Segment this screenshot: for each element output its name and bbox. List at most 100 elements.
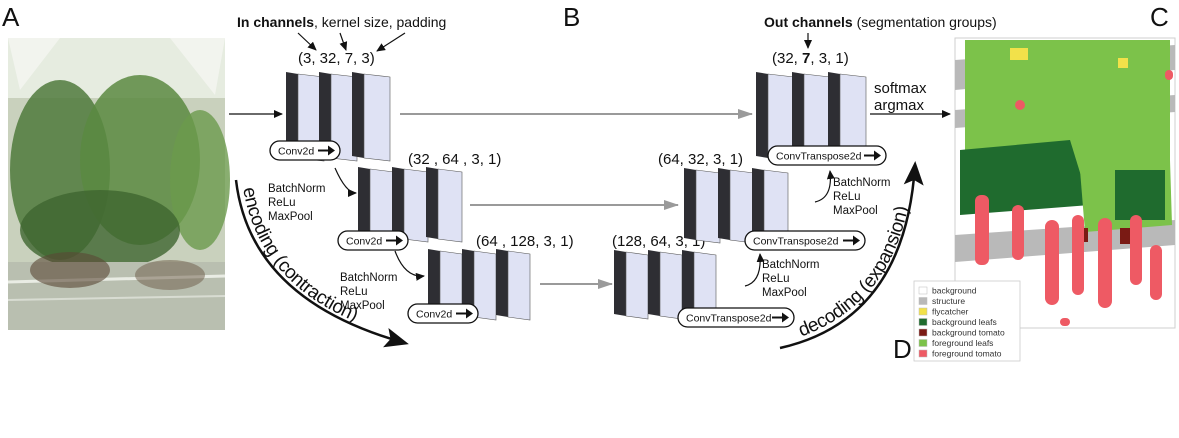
- dec1-slab: [648, 250, 683, 320]
- greenhouse-photo: [7, 38, 230, 330]
- enc1-conv2d-pill-label: Conv2d: [278, 146, 314, 158]
- panel-label-b: B: [563, 2, 580, 32]
- legend-swatch: [918, 318, 928, 326]
- enc2-tuple: (32 , 64 , 3, 1): [408, 151, 501, 168]
- legend-label: foreground tomato: [932, 349, 1002, 359]
- dec1-slab: [682, 250, 717, 320]
- enc3-slab: [428, 249, 463, 321]
- dec2-convtranspose-pill-label: ConvTranspose2d: [753, 236, 839, 248]
- dec1-batchnorm-label: BatchNorm: [762, 259, 820, 271]
- argmax-label: argmax: [874, 97, 925, 114]
- input-header-rest: , kernel size, padding: [314, 14, 446, 30]
- dec1-maxpool-label: MaxPool: [762, 287, 807, 299]
- enc2-slab: [426, 167, 463, 243]
- enc2-slab: [358, 167, 395, 243]
- dec2-tuple: (64, 32, 3, 1): [658, 151, 743, 168]
- dec2-convtranspose-pill: ConvTranspose2d: [744, 230, 866, 251]
- dec3-slab: [792, 72, 831, 162]
- dec1-slab: [614, 250, 649, 320]
- enc1-slab: [286, 72, 325, 162]
- enc3-tuple: (64 , 128, 3, 1): [476, 233, 574, 250]
- enc1-slab: [352, 72, 391, 162]
- enc1-conv2d-pill: Conv2d: [269, 140, 341, 161]
- legend-label: background tomato: [932, 328, 1005, 338]
- input-header-bold: In channels: [237, 14, 314, 30]
- legend-label: foreground leafs: [932, 338, 993, 348]
- enc1-block: [286, 72, 391, 162]
- legend-item: background leafs: [918, 317, 997, 327]
- enc3-conv2d-pill-label: Conv2d: [416, 309, 452, 321]
- panel-label-d: D: [893, 334, 912, 364]
- legend-swatch: [918, 307, 928, 316]
- enc2-to-enc3-arrow: [394, 250, 425, 281]
- enc1-ops: BatchNorm ReLu MaxPool: [268, 183, 326, 223]
- decoding-curve-arrow: [779, 161, 924, 350]
- legend-item: background: [918, 286, 977, 296]
- dec3-slab: [828, 72, 867, 162]
- in-channels-pointer: [297, 32, 317, 51]
- padding-pointer: [376, 32, 406, 52]
- dec3-slab: [756, 72, 795, 162]
- enc2-ops: BatchNorm ReLu MaxPool: [340, 272, 398, 312]
- legend-label: background leafs: [932, 317, 997, 327]
- enc1-tuple: (3, 32, 7, 3): [298, 50, 375, 67]
- dec3-tuple: (32, 7, 3, 1): [772, 50, 849, 67]
- class-legend: backgroundstructureflycatcherbackground …: [913, 280, 1021, 362]
- dec3-block: [756, 72, 867, 162]
- enc3-conv2d-pill: Conv2d: [407, 303, 479, 324]
- enc2-slab: [392, 167, 429, 243]
- dec2-slab: [684, 168, 721, 244]
- dec2-relu-label: ReLu: [833, 191, 861, 203]
- enc1-relu-label: ReLu: [268, 197, 296, 209]
- layer-blocks: [286, 72, 867, 321]
- dec1-to-dec2-arrow: [744, 253, 765, 287]
- enc2-conv2d-pill: Conv2d: [337, 230, 409, 251]
- legend-swatch: [918, 297, 928, 305]
- enc1-maxpool-label: MaxPool: [268, 211, 313, 223]
- dec1-ops: BatchNorm ReLu MaxPool: [762, 259, 820, 299]
- output-header-rest: (segmentation groups): [853, 14, 997, 30]
- enc2-relu-label: ReLu: [340, 286, 368, 298]
- decoding-label: decoding (expansion): [795, 204, 912, 341]
- dec1-relu-label: ReLu: [762, 273, 790, 285]
- legend-swatch: [918, 349, 928, 358]
- enc3-block: [428, 249, 531, 321]
- dec3-convtranspose-pill: ConvTranspose2d: [767, 145, 887, 166]
- output-header: Out channels (segmentation groups): [764, 14, 997, 30]
- legend-label: background: [932, 286, 977, 296]
- dec1-block: [614, 250, 717, 320]
- kernel-size-pointer: [339, 32, 348, 51]
- dec3-convtranspose-pill-label: ConvTranspose2d: [776, 151, 862, 163]
- enc2-conv2d-pill-label: Conv2d: [346, 236, 382, 248]
- dec1-convtranspose-pill: ConvTranspose2d: [677, 307, 795, 328]
- legend-label: flycatcher: [932, 307, 969, 317]
- input-header: In channels, kernel size, padding: [237, 14, 446, 30]
- legend-item: background tomato: [918, 328, 1005, 338]
- legend-label: structure: [932, 296, 965, 306]
- dec2-to-dec3-arrow: [814, 170, 835, 203]
- legend-swatch: [918, 339, 928, 347]
- dec2-batchnorm-label: BatchNorm: [833, 177, 891, 189]
- dec1-convtranspose-pill-label: ConvTranspose2d: [686, 313, 772, 325]
- enc3-slab: [496, 249, 531, 321]
- enc2-maxpool-label: MaxPool: [340, 300, 385, 312]
- enc2-block: [358, 167, 463, 243]
- dec1-tuple: (128, 64, 3, 1): [612, 233, 705, 250]
- enc3-slab: [462, 249, 497, 321]
- segmentation-map: [954, 37, 1176, 329]
- legend-swatch: [918, 328, 928, 337]
- legend-item: foreground tomato: [918, 349, 1002, 359]
- panel-label-a: A: [2, 2, 20, 32]
- softmax-label: softmax: [874, 80, 927, 97]
- enc2-batchnorm-label: BatchNorm: [340, 272, 398, 284]
- legend-item: flycatcher: [918, 307, 969, 317]
- enc1-slab: [319, 72, 358, 162]
- legend-swatch: [918, 286, 928, 295]
- dec2-maxpool-label: MaxPool: [833, 205, 878, 217]
- encoding-label: encoding (contraction): [238, 186, 361, 327]
- legend-item: structure: [918, 296, 965, 306]
- output-header-bold: Out channels: [764, 14, 853, 30]
- panel-label-c: C: [1150, 2, 1169, 32]
